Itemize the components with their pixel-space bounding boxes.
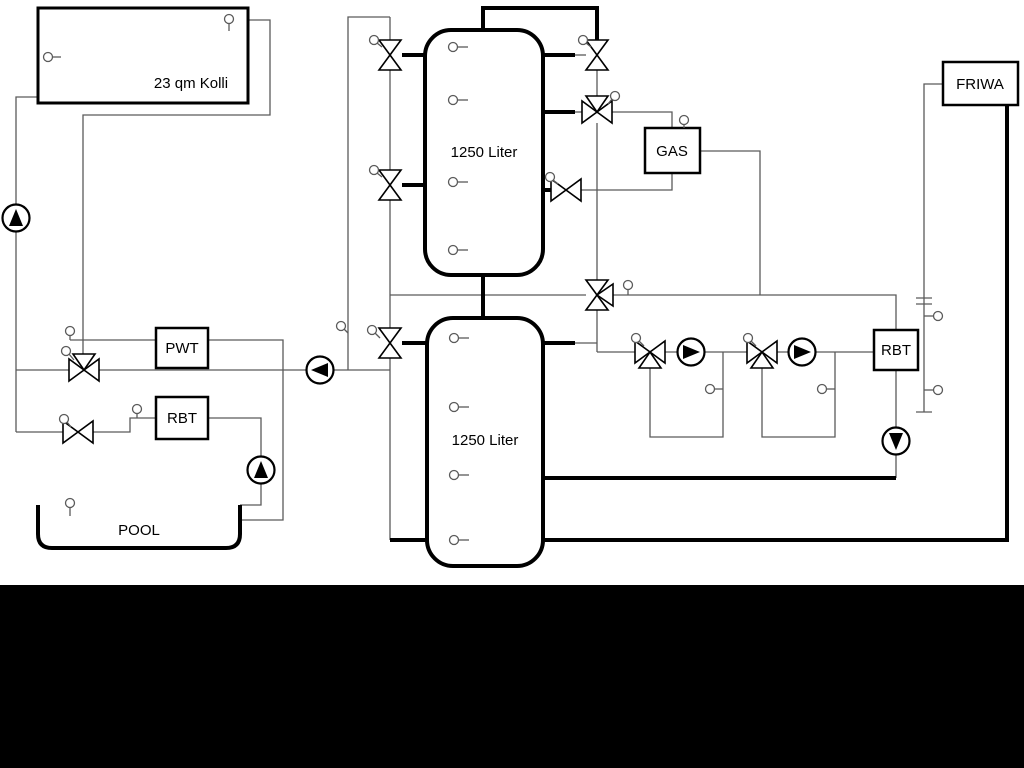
temperature-sensor-icon [448, 469, 469, 481]
temperature-sensor-icon [58, 413, 72, 428]
temperature-sensor-icon [335, 320, 349, 334]
pipe-network-thin [15, 16, 943, 540]
heating-pump-2-icon [787, 337, 817, 367]
temperature-sensor-icon [448, 534, 469, 546]
three-way-valve-gas-icon [581, 95, 613, 125]
friwa-station-box: FRIWA [941, 60, 1020, 107]
gas-label: GAS [656, 143, 688, 160]
temperature-sensor-icon [131, 403, 143, 418]
collector-label: 23 qm Kolli [154, 75, 228, 92]
temperature-sensor-icon [42, 51, 61, 63]
solar-pump-icon [1, 203, 31, 233]
temperature-sensor-icon [704, 383, 723, 395]
rbt-right-box: RBT [872, 328, 920, 372]
pwt-heat-exchanger-box: PWT [154, 326, 210, 370]
heating-pump-1-icon [676, 337, 706, 367]
temperature-sensor-icon [607, 90, 621, 105]
tank-top-label: 1250 Liter [451, 144, 518, 161]
temperature-sensor-icon [447, 176, 468, 188]
rbt-right-label: RBT [881, 342, 911, 359]
temperature-sensor-icon [366, 324, 381, 339]
valve-tank1-top-icon [377, 39, 403, 71]
mixing-valve-circuit1-icon [634, 339, 666, 369]
buffer-tank-top: 1250 Liter [423, 28, 545, 277]
temperature-sensor-icon [924, 384, 944, 396]
buffer-tank-bottom: 1250 Liter [425, 316, 545, 568]
three-way-valve-heating-icon [584, 279, 614, 311]
valve-gas-return-icon [550, 177, 582, 203]
solar-collector-box: 23 qm Kolli [36, 6, 250, 105]
pool-pump-icon [246, 455, 276, 485]
tank-charge-pump-icon [305, 355, 335, 385]
temperature-sensor-icon [678, 114, 690, 128]
valve-tank1-mid-icon [377, 169, 403, 201]
temperature-sensor-icon [368, 34, 383, 48]
temperature-sensor-icon [742, 332, 757, 347]
temperature-sensor-icon [447, 244, 468, 256]
rbt-left-label: RBT [167, 410, 197, 427]
temperature-sensor-icon [630, 332, 645, 347]
temperature-sensor-icon [448, 401, 469, 413]
friwa-label: FRIWA [956, 76, 1004, 93]
gas-boiler-box: GAS [643, 126, 702, 175]
sensors [42, 13, 944, 546]
bottom-black-bar [0, 585, 1024, 768]
temperature-sensor-icon [64, 497, 76, 516]
pool-basin: POOL [36, 505, 242, 550]
temperature-sensor-icon [448, 332, 469, 344]
pumps [1, 203, 911, 485]
temperature-sensor-icon [447, 41, 468, 53]
rbt-pump-icon [881, 426, 911, 456]
temperature-sensor-icon [577, 34, 592, 48]
temperature-sensor-icon [622, 279, 634, 295]
pipe-network-thick [390, 6, 1009, 542]
pwt-label: PWT [165, 340, 198, 357]
tank-bottom-label: 1250 Liter [452, 432, 519, 449]
temperature-sensor-icon [544, 171, 559, 185]
three-way-valve-solar-icon [68, 353, 100, 383]
temperature-sensor-icon [223, 13, 235, 31]
temperature-sensor-icon [60, 345, 75, 361]
mixing-valve-circuit2-icon [746, 339, 778, 369]
valve-rbt-left-icon [62, 419, 94, 445]
temperature-sensor-icon [447, 94, 468, 106]
temperature-sensor-icon [816, 383, 835, 395]
pool-label: POOL [118, 522, 160, 539]
temperature-sensor-icon [64, 325, 76, 340]
valve-tank2-icon [377, 327, 403, 359]
rbt-left-box: RBT [154, 395, 210, 441]
temperature-sensor-icon [368, 164, 383, 178]
valves [62, 39, 778, 445]
temperature-sensor-icon [924, 310, 944, 322]
valve-header-icon [584, 39, 610, 71]
